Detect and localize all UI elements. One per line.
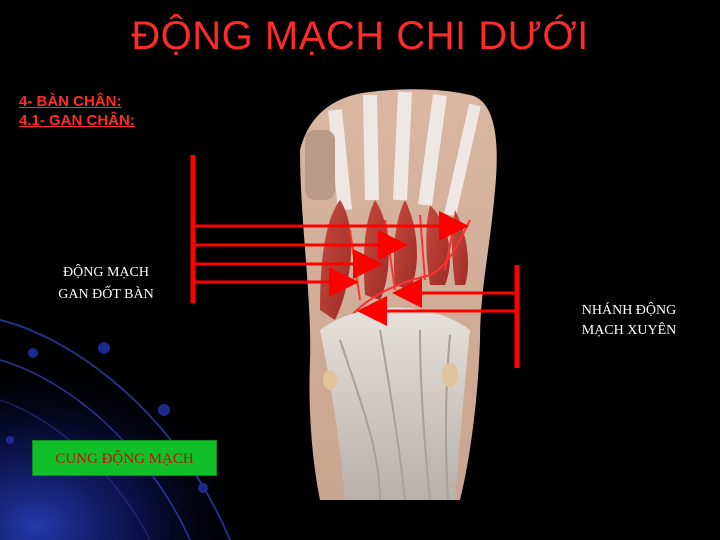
subsection-heading: 4.1- GAN CHÂN: [19,112,135,129]
dot-2 [98,342,110,354]
toe-tendons [305,91,481,217]
label-left-line-2: GAN ĐỐT BÀN [58,287,154,302]
label-plantar-metatarsal-artery: ĐỘNG MẠCH GAN ĐỐT BÀN [22,262,190,306]
label-right-line-1: NHÁNH ĐỘNG [581,303,677,318]
section-heading: 4- BÀN CHÂN: [19,93,122,110]
plantar-tendons [320,307,470,501]
plantar-arch-label-box: CUNG ĐỘNG MẠCH [32,440,217,476]
label-left-line-1: ĐỘNG MẠCH [63,265,149,280]
dot-5 [6,436,14,444]
dot-1 [28,348,38,358]
slide-title: ĐỘNG MẠCH CHI DƯỚI [131,14,589,58]
dot-3 [158,404,170,416]
dot-4 [198,483,208,493]
label-perforating-branch: NHÁNH ĐỘNG MẠCH XUYÊN [544,301,714,341]
label-right-line-2: MẠCH XUYÊN [581,323,677,338]
